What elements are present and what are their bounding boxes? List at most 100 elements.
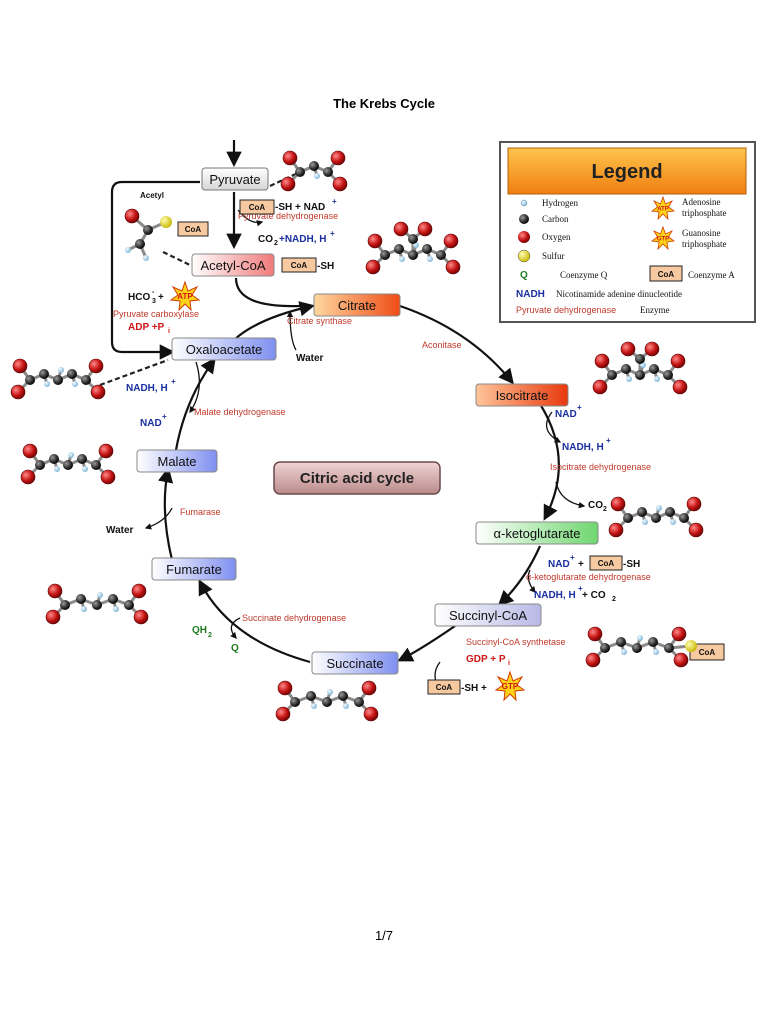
hydrogen-icon bbox=[520, 199, 528, 207]
acetyl-molecule bbox=[124, 208, 172, 261]
arrow-succinylcoa-succinate bbox=[397, 625, 456, 662]
svg-text:+: + bbox=[577, 403, 582, 412]
svg-text:CO: CO bbox=[588, 500, 603, 511]
svg-text:+NADH, H: +NADH, H bbox=[279, 234, 327, 245]
svg-text:2: 2 bbox=[274, 240, 278, 247]
legend-atp-icon: ATP bbox=[650, 195, 676, 221]
svg-text:-SH: -SH bbox=[317, 261, 334, 272]
svg-text:i: i bbox=[508, 660, 510, 667]
svg-text:NAD: NAD bbox=[548, 559, 570, 570]
svg-text:GTP: GTP bbox=[657, 237, 669, 243]
compound-citrate: Citrate bbox=[313, 293, 401, 317]
svg-text:NAD: NAD bbox=[140, 418, 162, 429]
coa-sh-gtp: CoA -SH + bbox=[427, 679, 487, 695]
coa-succinyl-molecule: CoA bbox=[689, 643, 725, 661]
svg-text:-: - bbox=[152, 289, 155, 296]
citrate-molecule bbox=[365, 221, 461, 275]
legend-oxygen: Oxygen bbox=[542, 232, 571, 242]
svg-text:+: + bbox=[578, 584, 583, 593]
svg-text:NADH, H: NADH, H bbox=[126, 383, 168, 394]
svg-text:GTP: GTP bbox=[502, 682, 519, 691]
enzyme-fumarase: Fumarase bbox=[180, 507, 221, 517]
svg-text:CoA: CoA bbox=[249, 203, 266, 212]
arrow-succinate-fumarate bbox=[198, 579, 311, 664]
legend-coenzyme-a: Coenzyme A bbox=[688, 270, 735, 280]
arrow-malate-oxaloacetate bbox=[174, 357, 216, 451]
svg-text:-SH +: -SH + bbox=[461, 683, 487, 694]
legend-title: Legend bbox=[591, 161, 662, 183]
svg-text:Oxaloacetate: Oxaloacetate bbox=[186, 342, 263, 357]
svg-text:CoA: CoA bbox=[699, 648, 716, 657]
page-number: 1/7 bbox=[374, 928, 394, 943]
compound-isocitrate: Isocitrate bbox=[475, 383, 569, 407]
svg-text:CoA: CoA bbox=[436, 683, 453, 692]
svg-text:CoA: CoA bbox=[598, 559, 615, 568]
svg-text:NAD: NAD bbox=[555, 409, 577, 420]
pyruvate-molecule bbox=[280, 150, 348, 192]
krebs-cycle-diagram: Pyruvate Acetyl-CoA Citrate Isocitrate α… bbox=[10, 140, 756, 722]
svg-text:CoA: CoA bbox=[658, 270, 675, 279]
arrow-akg-succinylcoa bbox=[497, 545, 542, 607]
svg-text:2: 2 bbox=[208, 632, 212, 639]
atp-icon: ATP bbox=[169, 280, 201, 312]
svg-text:+ CO: + CO bbox=[582, 590, 606, 601]
svg-text:-SH: -SH bbox=[623, 559, 640, 570]
svg-text:Fumarate: Fumarate bbox=[166, 562, 222, 577]
legend-hydrogen: Hydrogen bbox=[542, 198, 578, 208]
malate-molecule bbox=[20, 443, 116, 485]
coa-sh-acetylcoa: CoA -SH bbox=[281, 257, 334, 273]
legend-gtp-icon: GTP bbox=[650, 225, 676, 251]
enzyme-pyruvate-dehydrogenase: Pyruvate dehydrogenase bbox=[238, 211, 338, 221]
legend: Legend Hydrogen Carbon Oxygen Sulfur ATP… bbox=[499, 141, 756, 323]
akg-molecule bbox=[608, 496, 704, 538]
arrow-citrate-isocitrate bbox=[399, 304, 514, 385]
gdp-pi: GDP + P i bbox=[466, 654, 510, 667]
legend-q-symbol: Q bbox=[520, 270, 528, 281]
svg-text:ATP: ATP bbox=[177, 292, 193, 301]
compound-succinate: Succinate bbox=[311, 651, 399, 675]
isocitrate-molecule bbox=[592, 341, 688, 395]
legend-atp-line1: Adenosine bbox=[682, 197, 721, 207]
legend-carbon: Carbon bbox=[542, 214, 569, 224]
svg-text:Succinyl-CoA: Succinyl-CoA bbox=[449, 608, 527, 623]
succinate-molecule bbox=[275, 680, 379, 722]
compound-fumarate: Fumarate bbox=[151, 557, 237, 581]
fumarate-molecule bbox=[45, 583, 149, 625]
legend-enzyme-label: Enzyme bbox=[640, 305, 670, 315]
svg-text:+: + bbox=[330, 229, 335, 238]
arrow-isocitrate-akg bbox=[539, 403, 560, 521]
nad-isocitrate: NAD + bbox=[555, 403, 582, 420]
oxygen-icon bbox=[518, 231, 530, 243]
nad-coa-akg: NAD + + CoA -SH bbox=[548, 553, 640, 571]
svg-text:Isocitrate: Isocitrate bbox=[496, 388, 549, 403]
qh2: QH 2 bbox=[192, 625, 212, 639]
svg-text:+: + bbox=[158, 292, 164, 303]
compound-succinyl-coa: Succinyl-CoA bbox=[434, 603, 542, 627]
enzyme-aconitase: Aconitase bbox=[422, 340, 462, 350]
nadh-malate-dh: NADH, H + bbox=[126, 377, 176, 394]
svg-text:+: + bbox=[606, 436, 611, 445]
svg-text:+: + bbox=[578, 559, 584, 570]
enzyme-akg-dehydrogenase: α-ketoglutarate dehydrogenase bbox=[526, 572, 651, 582]
svg-text:QH: QH bbox=[192, 625, 207, 636]
svg-text:CoA: CoA bbox=[291, 261, 308, 270]
legend-gtp-line1: Guanosine bbox=[682, 228, 721, 238]
oxaloacetate-molecule bbox=[10, 358, 106, 400]
legend-enzyme-example: Pyruvate dehydrogenase bbox=[516, 305, 616, 315]
sulfur-icon bbox=[517, 249, 531, 263]
page-title: The Krebs Cycle bbox=[333, 96, 435, 111]
svg-text:GDP + P: GDP + P bbox=[466, 654, 506, 665]
svg-text:Citric acid cycle: Citric acid cycle bbox=[300, 470, 414, 487]
gtp-icon: GTP bbox=[494, 670, 526, 702]
nad-malate-dh: NAD + bbox=[140, 412, 167, 429]
enzyme-citrate-synthase: Citrate synthase bbox=[287, 316, 352, 326]
legend-sulfur: Sulfur bbox=[542, 251, 565, 261]
arrow-acetylcoa-citrate bbox=[234, 277, 301, 308]
co2-nadh-top: CO 2 +NADH, H + bbox=[258, 229, 335, 247]
adp-pi: ADP +P i bbox=[128, 322, 170, 335]
svg-text:2: 2 bbox=[612, 596, 616, 603]
svg-text:NADH, H: NADH, H bbox=[534, 590, 576, 601]
hco3-atp: HCO 3 - + bbox=[128, 289, 164, 305]
svg-text:ADP +P: ADP +P bbox=[128, 322, 165, 333]
legend-coa-icon bbox=[649, 265, 683, 282]
